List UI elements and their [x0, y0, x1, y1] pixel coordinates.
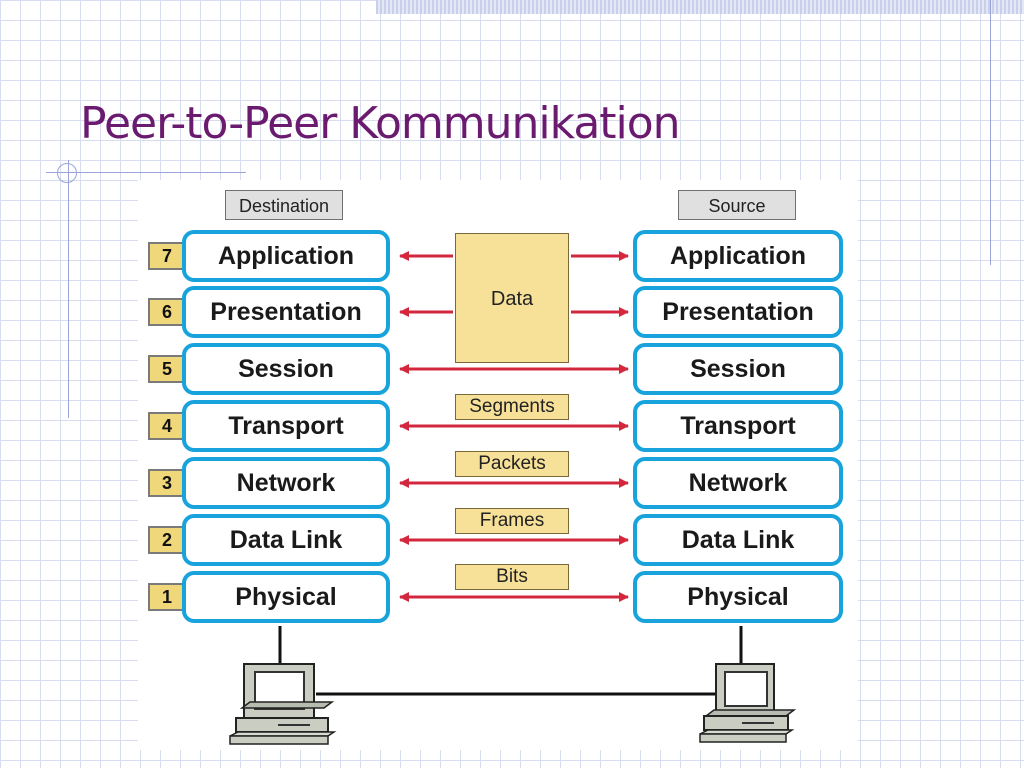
- source-layer-physical: Physical: [633, 571, 843, 623]
- decorative-circle: [57, 163, 77, 183]
- pdu-data: Data: [455, 233, 569, 363]
- source-layer-session: Session: [633, 343, 843, 395]
- title-underline: [46, 172, 246, 173]
- layer-number-7: 7: [148, 242, 186, 270]
- source-label: Source: [678, 190, 796, 220]
- computer-icon-source: [699, 663, 797, 743]
- destination-label: Destination: [225, 190, 343, 220]
- layer-number-2: 2: [148, 526, 186, 554]
- destination-layer-data-link: Data Link: [182, 514, 390, 566]
- right-decorative-line: [990, 0, 991, 265]
- layer-number-4: 4: [148, 412, 186, 440]
- layer-number-3: 3: [148, 469, 186, 497]
- source-layer-application: Application: [633, 230, 843, 282]
- pdu-frames: Frames: [455, 508, 569, 534]
- osi-peer-diagram: Destination Source 7 6 5 4 3 2 1 Applica…: [138, 180, 858, 750]
- top-decorative-band: [376, 0, 1024, 14]
- layer-number-6: 6: [148, 298, 186, 326]
- diagram-connections: [229, 251, 797, 745]
- pdu-segments: Segments: [455, 394, 569, 420]
- layer-number-5: 5: [148, 355, 186, 383]
- pdu-packets: Packets: [455, 451, 569, 477]
- destination-layer-application: Application: [182, 230, 390, 282]
- destination-layer-session: Session: [182, 343, 390, 395]
- source-layer-data-link: Data Link: [633, 514, 843, 566]
- source-layer-network: Network: [633, 457, 843, 509]
- destination-layer-transport: Transport: [182, 400, 390, 452]
- source-layer-presentation: Presentation: [633, 286, 843, 338]
- page-title: Peer-to-Peer Kommunikation: [80, 98, 681, 149]
- destination-layer-physical: Physical: [182, 571, 390, 623]
- computer-icon-destination: [229, 663, 337, 745]
- source-layer-transport: Transport: [633, 400, 843, 452]
- destination-layer-presentation: Presentation: [182, 286, 390, 338]
- layer-number-1: 1: [148, 583, 186, 611]
- destination-layer-network: Network: [182, 457, 390, 509]
- pdu-bits: Bits: [455, 564, 569, 590]
- left-decorative-line: [68, 160, 69, 418]
